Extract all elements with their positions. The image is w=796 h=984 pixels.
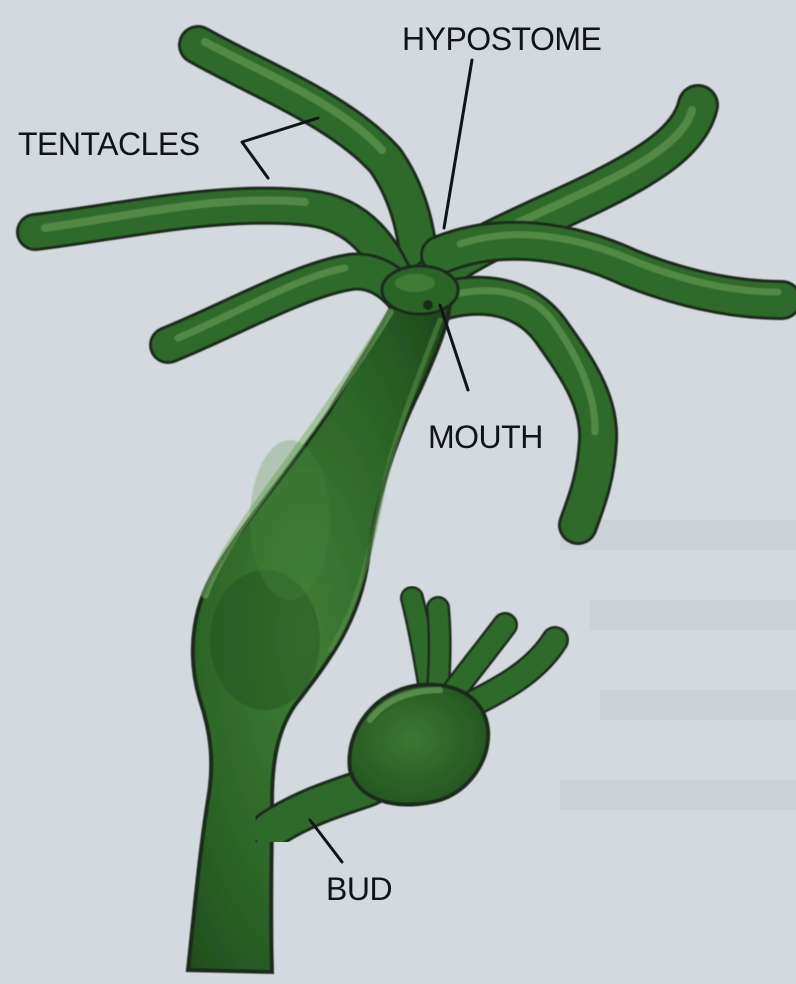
label-tentacles: TENTACLES — [18, 126, 200, 162]
mouth-opening — [423, 300, 433, 310]
label-bud: BUD — [326, 871, 392, 907]
label-hypostome: HYPOSTOME — [402, 21, 601, 57]
label-mouth: MOUTH — [428, 419, 543, 455]
hypostome — [382, 266, 458, 314]
